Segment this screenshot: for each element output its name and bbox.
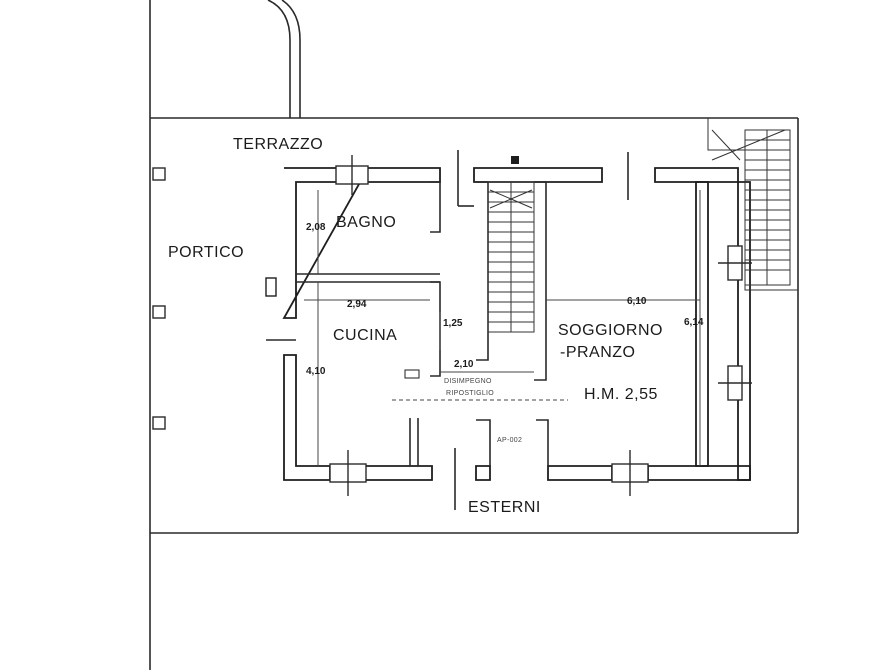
- dimension-lines: [304, 190, 701, 466]
- dimension-cucina-height: 4,10: [306, 366, 326, 377]
- room-label-pranzo: -PRANZO: [560, 344, 636, 361]
- height-note: H.M. 2,55: [584, 386, 658, 403]
- windows: [329, 155, 752, 496]
- room-label-disimpegno: DISIMPEGNO: [444, 378, 492, 385]
- room-label-ripostiglio: RIPOSTIGLIO: [446, 390, 495, 397]
- room-label-soggiorno: SOGGIORNO: [558, 322, 663, 339]
- stair-external: [707, 118, 798, 291]
- dimension-soggiorno-height: 6,14: [684, 317, 704, 328]
- portico-posts: [152, 167, 166, 430]
- room-label-portico: PORTICO: [168, 244, 245, 261]
- stair-internal: [487, 181, 535, 333]
- site-outline: [149, 0, 799, 670]
- room-label-esterni: ESTERNI: [468, 499, 541, 516]
- room-label-cucina: CUCINA: [333, 327, 398, 344]
- dimension-bagno-height: 2,08: [306, 222, 326, 233]
- interior-walls: [296, 181, 549, 466]
- dimension-cucina-width: 2,94: [347, 299, 367, 310]
- dimension-hall-depth: 2,10: [454, 359, 474, 370]
- small-room-code: AP-002: [497, 437, 523, 444]
- door-openings: [266, 150, 629, 510]
- room-label-terrazzo: TERRAZZO: [233, 136, 324, 153]
- marker-symbols: [265, 156, 519, 379]
- dimension-soggiorno-width: 6,10: [627, 296, 647, 307]
- room-label-bagno: BAGNO: [336, 214, 397, 231]
- dimension-hall-width: 1,25: [443, 318, 463, 329]
